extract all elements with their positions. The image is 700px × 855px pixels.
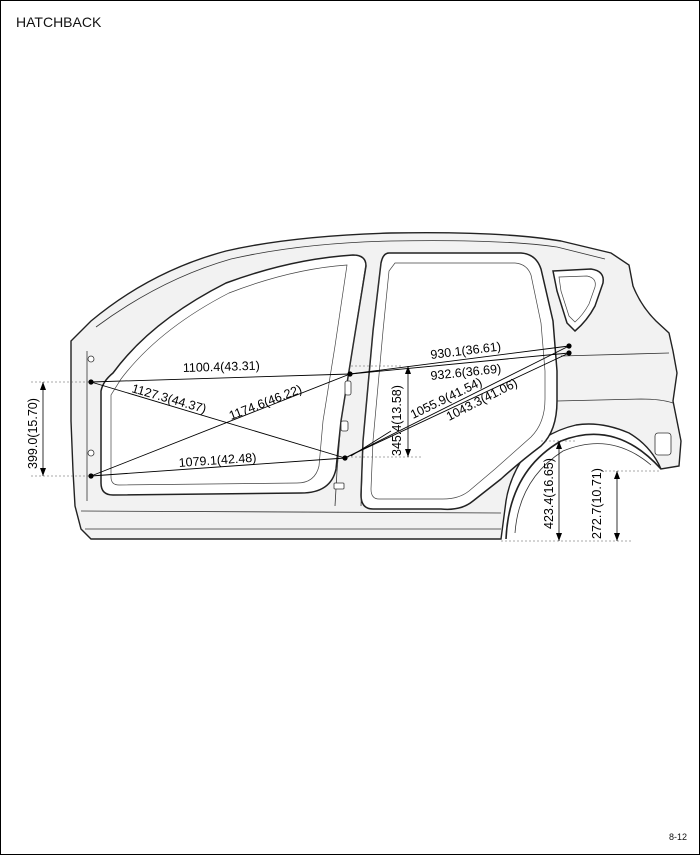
rear-wheel-arch xyxy=(505,433,662,540)
label-399: 399.0(15.70) xyxy=(26,398,40,469)
hinge-hole-lower xyxy=(87,449,95,457)
b-pillar-slot-2 xyxy=(340,420,349,432)
line-1079 xyxy=(90,457,346,477)
dim-345-arrow-top xyxy=(405,366,411,374)
diagram-title: HATCHBACK xyxy=(16,14,102,30)
dim-272-arrow-top xyxy=(614,471,620,479)
rear-wheel-arch-inner xyxy=(514,443,652,534)
reference-points xyxy=(88,343,572,479)
b-pillar-slot-1 xyxy=(344,380,352,396)
hinge-hole-upper xyxy=(87,355,95,363)
line-930 xyxy=(349,345,570,375)
dim-423-arrow-top xyxy=(556,441,562,449)
quarter-window xyxy=(552,268,604,333)
measurement-lines xyxy=(90,345,570,477)
label-423: 423.4(16.65) xyxy=(542,458,556,529)
vehicle-side-panel xyxy=(70,231,682,540)
vertical-dimensions xyxy=(40,366,620,541)
b-pillar-rear-edge xyxy=(360,262,382,507)
front-door-opening-inner xyxy=(110,264,348,486)
point-a-pillar-upper xyxy=(88,379,94,385)
line-1043 xyxy=(344,352,570,459)
line-932 xyxy=(349,352,570,375)
label-1079: 1079.1(42.48) xyxy=(178,451,257,470)
dim-272-arrow-bottom xyxy=(614,533,620,541)
dim-345-arrow-bottom xyxy=(405,449,411,457)
point-b-pillar-upper xyxy=(347,371,353,377)
dim-399-arrow-top xyxy=(40,382,46,390)
label-345: 345.4(13.58) xyxy=(390,385,404,456)
label-1100: 1100.4(43.31) xyxy=(183,359,260,375)
line-1174 xyxy=(90,373,351,477)
extension-lines xyxy=(31,365,661,542)
point-c-pillar-upper xyxy=(566,343,572,349)
rocker-sill-upper xyxy=(80,510,502,514)
rear-door-opening-inner xyxy=(370,262,546,500)
line-1055 xyxy=(344,345,570,459)
tail-lamp-pocket xyxy=(654,432,672,456)
line-1100 xyxy=(90,373,351,383)
dim-399-arrow-bottom xyxy=(40,468,46,476)
b-pillar-slot-3 xyxy=(333,482,345,490)
page-number: 8-12 xyxy=(668,832,687,842)
point-b-pillar-lower xyxy=(342,455,348,461)
quarter-window-inner xyxy=(558,275,596,323)
leader-345 xyxy=(350,430,392,457)
line-1127 xyxy=(90,381,346,459)
point-c-pillar-lower xyxy=(566,350,572,356)
rear-belt-line xyxy=(560,352,670,357)
point-a-pillar-lower xyxy=(88,473,94,479)
label-272: 272.7(10.71) xyxy=(590,468,604,539)
dim-423-arrow-bottom xyxy=(556,533,562,541)
roof-rail-line xyxy=(95,240,606,328)
rear-quarter-line xyxy=(556,398,674,404)
